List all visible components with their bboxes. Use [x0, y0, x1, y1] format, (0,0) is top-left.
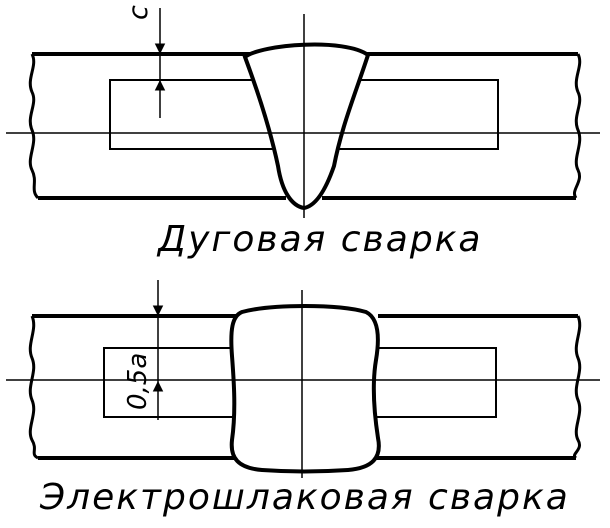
- dim-c-label: c: [123, 5, 154, 20]
- top-plate-left-break: [28, 53, 40, 200]
- electroslag-weld-bead: [229, 304, 381, 474]
- arc-welding-caption: Дуговая сварка: [158, 219, 483, 260]
- electroslag-welding-caption: Электрошлаковая сварка: [40, 477, 570, 518]
- arc-weld-bead: [242, 42, 371, 211]
- dim-05a-label: 0,5a: [123, 353, 153, 410]
- top-plate-right-break: [573, 53, 582, 199]
- bottom-plate-left-break: [28, 315, 39, 460]
- bottom-plate-right-break: [573, 315, 582, 460]
- electroslag-weld-section: 0,5a: [6, 280, 600, 478]
- arc-weld-section: c: [6, 5, 600, 218]
